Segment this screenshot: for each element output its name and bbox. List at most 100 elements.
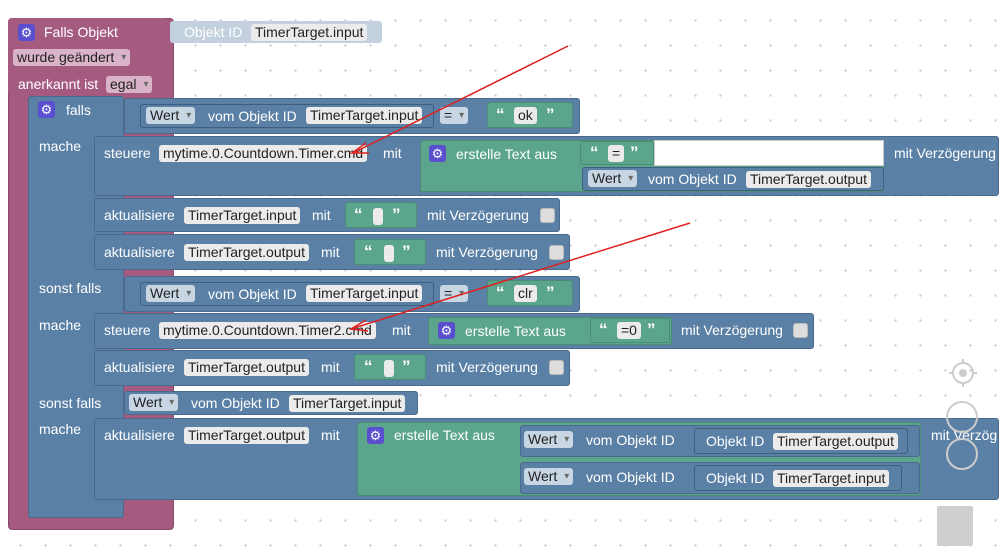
- text-field-2[interactable]: [373, 208, 383, 225]
- akt-label-2: aktualisiere: [104, 207, 175, 223]
- target-field-6[interactable]: TimerTarget.output: [184, 427, 309, 444]
- quote-close-icon: ”: [647, 320, 656, 339]
- control-block-5[interactable]: [94, 350, 570, 386]
- oid-field-3[interactable]: TimerTarget.input: [306, 285, 423, 302]
- oid-label-5: Objekt ID: [706, 433, 765, 449]
- do-label-3: mache: [39, 421, 82, 437]
- erstelle-label-6: erstelle Text aus: [394, 427, 495, 443]
- quote-open-icon: “: [496, 283, 505, 302]
- oid-field-2[interactable]: TimerTarget.output: [746, 171, 871, 188]
- gear-icon[interactable]: ⚙: [438, 322, 455, 339]
- arrow-head-2: [348, 319, 369, 332]
- quote-open-icon: “: [599, 320, 608, 339]
- text-field-5[interactable]: [384, 360, 394, 377]
- do-label-1: mache: [39, 138, 82, 154]
- empty-slot: [654, 140, 884, 166]
- minus-icon[interactable]: [946, 438, 978, 470]
- oid-field-4[interactable]: TimerTarget.input: [289, 395, 406, 412]
- text-field-4[interactable]: clr: [514, 285, 537, 302]
- gear-icon[interactable]: ⚙: [429, 145, 446, 162]
- mit-label-4: mit: [392, 322, 411, 338]
- target-field-4[interactable]: mytime.0.Countdown.Timer2.cmd: [159, 322, 376, 339]
- quote-open-icon: “: [590, 143, 599, 162]
- wert-dropdown-2[interactable]: Wert: [588, 170, 638, 187]
- quote-close-icon: ”: [546, 283, 555, 302]
- operator-dropdown-2[interactable]: =: [440, 285, 469, 302]
- changed-dropdown[interactable]: wurde geändert: [13, 49, 131, 66]
- control-block-3[interactable]: [94, 234, 570, 270]
- delay-checkbox-5[interactable]: [549, 360, 564, 375]
- operator-dropdown-1[interactable]: =: [440, 107, 469, 124]
- mit-label-1: mit: [383, 145, 402, 161]
- steuere-label-4: steuere: [104, 322, 151, 338]
- oid-field[interactable]: TimerTarget.input: [251, 24, 368, 41]
- vom-label-5: vom Objekt ID: [586, 432, 675, 448]
- delay-label-2: mit Verzögerung: [427, 207, 529, 223]
- delay-label-4: mit Verzögerung: [681, 322, 783, 338]
- ack-dropdown[interactable]: egal: [106, 76, 153, 93]
- vom-label-2: vom Objekt ID: [648, 171, 737, 187]
- target-field-2[interactable]: TimerTarget.input: [184, 207, 301, 224]
- erstelle-label-4: erstelle Text aus: [465, 323, 566, 339]
- quote-open-icon: “: [496, 105, 505, 124]
- oid-field-6[interactable]: TimerTarget.input: [773, 470, 890, 487]
- gear-icon[interactable]: ⚙: [38, 101, 55, 118]
- oid-field-5[interactable]: TimerTarget.output: [773, 433, 898, 450]
- text-field-1[interactable]: ok: [514, 107, 537, 124]
- target-field-1[interactable]: mytime.0.Countdown.Timer.cmd: [159, 145, 368, 162]
- arrow-line-2: [353, 222, 691, 329]
- oid-label-6: Objekt ID: [706, 470, 765, 486]
- target-field-5[interactable]: TimerTarget.output: [184, 359, 309, 376]
- akt-label-6: aktualisiere: [104, 427, 175, 443]
- akt-label-3: aktualisiere: [104, 244, 175, 260]
- gear-icon[interactable]: ⚙: [18, 24, 35, 41]
- quote-close-icon: ”: [402, 357, 411, 376]
- mit-label-6: mit: [321, 427, 340, 443]
- quote-close-icon: ”: [546, 105, 555, 124]
- akt-label-5: aktualisiere: [104, 359, 175, 375]
- arrow-head-1: [349, 142, 369, 154]
- steuere-label-1: steuere: [104, 145, 151, 161]
- ack-label: anerkannt ist: [18, 76, 99, 92]
- oid-field-1[interactable]: TimerTarget.input: [306, 107, 423, 124]
- plus-icon[interactable]: [946, 401, 978, 433]
- vom-label-4: vom Objekt ID: [191, 395, 280, 411]
- quote-close-icon: ”: [630, 143, 639, 162]
- delay-checkbox-4[interactable]: [793, 323, 808, 338]
- text-field-3[interactable]: [384, 245, 394, 262]
- text-field-eq[interactable]: =: [608, 145, 625, 162]
- gear-icon[interactable]: ⚙: [367, 427, 384, 444]
- delay-checkbox-2[interactable]: [540, 208, 555, 223]
- elseif-label-2: sonst falls: [39, 395, 102, 411]
- quote-open-icon: “: [364, 242, 373, 261]
- vom-label-1: vom Objekt ID: [208, 108, 297, 124]
- event-title: Falls Objekt: [44, 24, 118, 40]
- vom-label-6: vom Objekt ID: [586, 469, 675, 485]
- quote-open-icon: “: [354, 205, 363, 224]
- erstelle-label-1: erstelle Text aus: [456, 146, 557, 162]
- mit-label-5: mit: [321, 359, 340, 375]
- delay-label-5: mit Verzögerung: [436, 359, 538, 375]
- arrow-line-1: [354, 45, 569, 153]
- control-block-2[interactable]: [94, 198, 560, 232]
- mit-label-2: mit: [312, 207, 331, 223]
- wert-dropdown-1[interactable]: Wert: [146, 107, 196, 124]
- elseif-label-1: sonst falls: [39, 280, 102, 296]
- delay-checkbox-3[interactable]: [549, 245, 564, 260]
- quote-open-icon: “: [364, 357, 373, 376]
- wert-dropdown-5[interactable]: Wert: [524, 431, 574, 448]
- quote-close-icon: ”: [402, 242, 411, 261]
- do-label-2: mache: [39, 317, 82, 333]
- target-field-3[interactable]: TimerTarget.output: [184, 244, 309, 261]
- target-icon[interactable]: [948, 358, 978, 388]
- text-field-eq0[interactable]: =0: [617, 322, 641, 339]
- oid-label: Objekt ID: [184, 24, 243, 40]
- wert-dropdown-3[interactable]: Wert: [146, 285, 196, 302]
- trash-icon[interactable]: [937, 506, 973, 546]
- delay-label-3: mit Verzögerung: [436, 244, 538, 260]
- quote-close-icon: ”: [392, 205, 401, 224]
- delay-label-1: mit Verzögerung: [894, 145, 996, 161]
- wert-dropdown-6[interactable]: Wert: [524, 468, 574, 485]
- wert-dropdown-4[interactable]: Wert: [129, 394, 179, 411]
